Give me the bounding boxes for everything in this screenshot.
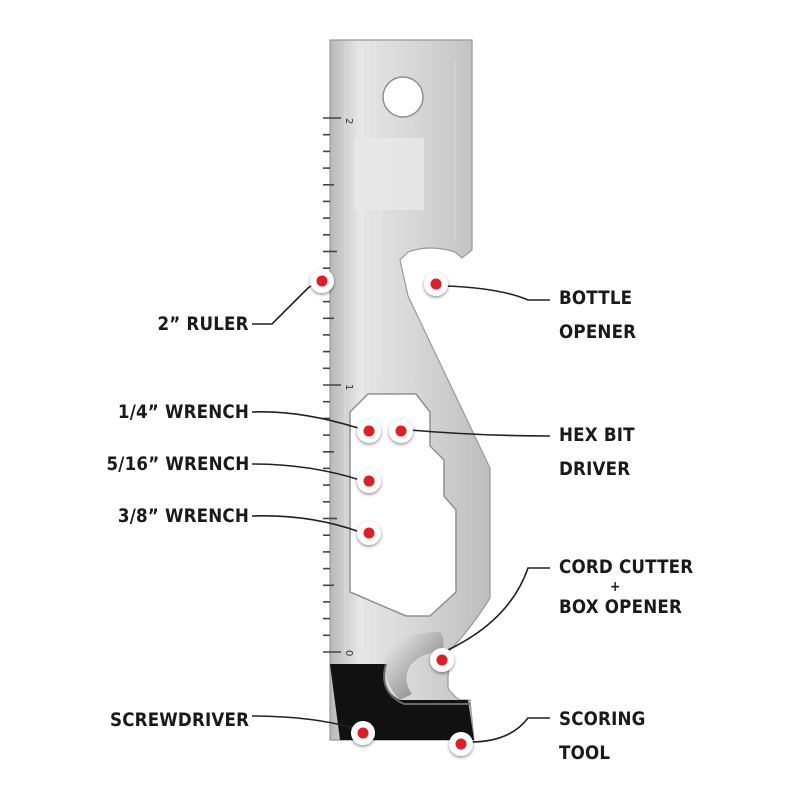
marker-quarter-wrench (357, 419, 381, 443)
leader-scoring (469, 717, 550, 743)
label-bottle-opener: BOTTLE OPENER (559, 281, 636, 349)
label-bottle-opener-line1: BOTTLE (559, 287, 633, 309)
marker-three-eighths-wrench-dot (363, 527, 375, 539)
label-cord-cutter-line1: CORD CUTTER (559, 556, 694, 578)
leader-ruler (252, 283, 315, 325)
lanyard-hole (382, 76, 424, 118)
leader-cord (447, 567, 550, 651)
leader-lines (251, 283, 551, 743)
cord-cutter-hook (384, 632, 444, 700)
marker-five-sixteenths-wrench-dot (363, 475, 375, 487)
leader-three-eighths (251, 515, 361, 533)
marker-cord-cutter (430, 648, 454, 672)
label-patch (354, 138, 424, 210)
label-screwdriver: SCREWDRIVER (109, 709, 249, 731)
label-cord-cutter: CORD CUTTER + BOX OPENER (559, 550, 693, 624)
wrench-cutout (349, 393, 457, 617)
label-hex-bit-driver: HEX BIT DRIVER (559, 418, 635, 486)
leader-screwdriver (251, 715, 355, 729)
marker-screwdriver (351, 721, 375, 745)
label-hex-bit-driver-line1: HEX BIT (559, 424, 635, 446)
label-ruler: 2” RULER (157, 313, 249, 335)
marker-quarter-wrench-dot (363, 425, 375, 437)
marker-five-sixteenths-wrench (357, 469, 381, 493)
tip-cutter-edge (383, 663, 470, 705)
label-cord-cutter-plus: + (610, 579, 621, 595)
ruler-mark-1: 1 (343, 384, 354, 390)
label-scoring-tool-line2: TOOL (559, 742, 611, 764)
marker-ruler-dot (316, 275, 328, 287)
marker-hex-bit-driver (389, 419, 413, 443)
label-three-eighths-wrench: 3/8” WRENCH (117, 505, 249, 527)
marker-three-eighths-wrench (357, 521, 381, 545)
label-hex-bit-driver-line2: DRIVER (559, 458, 631, 480)
leader-quarter (251, 411, 359, 429)
ruler-mark-2: 2 (343, 118, 354, 124)
label-cord-cutter-line2: BOX OPENER (559, 596, 683, 618)
marker-hex-bit-driver-dot (395, 425, 407, 437)
marker-scoring-tool-dot (455, 738, 467, 750)
marker-bottle-opener (424, 272, 448, 296)
label-scoring-tool: SCORING TOOL (559, 702, 646, 770)
marker-ruler (310, 269, 334, 293)
marker-screwdriver-dot (357, 727, 369, 739)
ruler-mark-0: 0 (343, 650, 354, 656)
label-scoring-tool-line1: SCORING (559, 708, 646, 730)
leader-five-sixteenths (251, 463, 361, 481)
marker-bottle-opener-dot (430, 278, 442, 290)
marker-cord-cutter-dot (436, 654, 448, 666)
markers (310, 269, 473, 756)
leader-bottle (445, 285, 550, 301)
leader-hex (409, 429, 551, 437)
label-quarter-wrench: 1/4” WRENCH (117, 401, 249, 423)
label-five-sixteenths-wrench: 5/16” WRENCH (106, 453, 249, 475)
label-bottle-opener-line2: OPENER (559, 321, 637, 343)
marker-scoring-tool (449, 732, 473, 756)
